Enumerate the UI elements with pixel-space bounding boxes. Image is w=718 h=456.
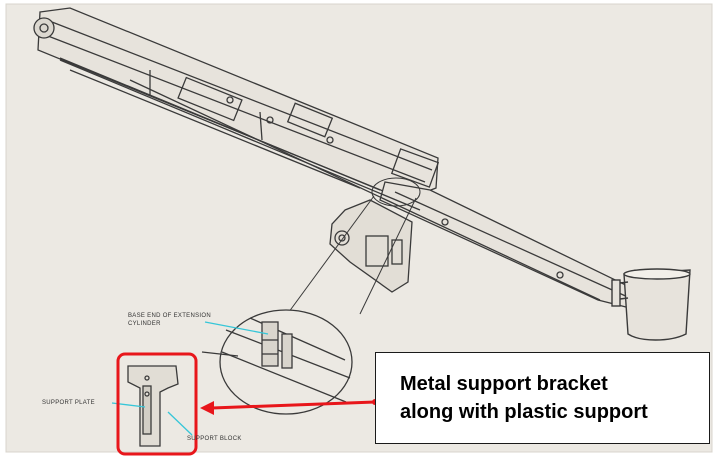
- detail-marker-circle: [371, 177, 421, 207]
- callout-line-2: along with plastic support: [400, 401, 648, 423]
- turret-mount: [329, 199, 413, 293]
- callout-line-1: Metal support bracket: [400, 373, 608, 395]
- label-base-end-line-1: BASE END OF EXTENSION: [128, 313, 211, 319]
- support-plate-part: [127, 365, 179, 447]
- upper-boom: [33, 7, 440, 201]
- label-base-end-line-2: CYLINDER: [128, 321, 161, 327]
- callout-text: Metal support bracket along with plastic…: [400, 370, 705, 426]
- detail-leader-lines: [282, 195, 417, 321]
- callout-box: Metal support bracket along with plastic…: [375, 352, 710, 444]
- label-support-plate: SUPPORT PLATE: [42, 400, 95, 406]
- bucket: [611, 268, 691, 341]
- highlight-box: [116, 352, 198, 456]
- base-end-leader: [204, 321, 269, 335]
- detail-view: [201, 309, 353, 415]
- label-support-block: SUPPORT BLOCK: [187, 436, 242, 442]
- support-block-leader: [167, 411, 193, 436]
